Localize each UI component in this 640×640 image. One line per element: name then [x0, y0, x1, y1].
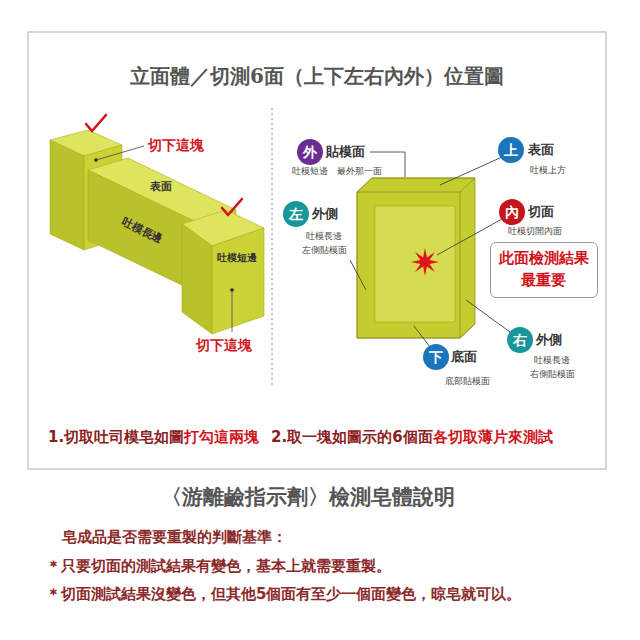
- face-note: 吐模短邊 最外那一面: [292, 166, 382, 177]
- divider: [272, 108, 273, 388]
- face-note: 吐模上方: [530, 165, 566, 176]
- leader-line: [350, 260, 366, 290]
- panel-border: [28, 32, 606, 469]
- check-mark: [222, 199, 242, 215]
- face-badge: 下: [423, 344, 449, 370]
- face-badge: 內: [499, 199, 525, 225]
- face-note: 吐模長邊: [306, 231, 342, 242]
- face-badge: 上: [498, 137, 524, 163]
- note-text: 皂成品是否需要重製的判斷基準：: [62, 528, 287, 546]
- badge-letter: 下: [429, 350, 443, 364]
- cut-face-star: [411, 248, 439, 276]
- face-badge: 外: [297, 139, 323, 165]
- face-name: 外側: [312, 206, 338, 222]
- badge-letter: 內: [505, 205, 519, 219]
- face-badge: 左: [283, 201, 309, 227]
- face-note: 底部貼模面: [445, 376, 490, 387]
- note-text: ＊切面測試結果沒變色，但其他5個面有至少一個面變色，晾皂就可以。: [46, 585, 521, 603]
- face-note: 右側貼模面: [530, 369, 575, 380]
- badge-letter: 上: [504, 143, 518, 157]
- face-label: 吐模長邊: [119, 215, 164, 246]
- check-mark: [86, 115, 106, 131]
- face-note: 吐模長邊: [534, 355, 570, 366]
- leader-line: [96, 146, 144, 160]
- instruction: 2.取一塊如圖示的6個面: [271, 428, 433, 446]
- soap-block-side: [50, 140, 84, 250]
- cube-edge: [460, 178, 475, 192]
- leader-line: [414, 326, 430, 347]
- face-label: 表面: [150, 180, 172, 193]
- soap-block-side: [88, 170, 196, 292]
- badge-letter: 左: [289, 207, 303, 221]
- leader-line: [440, 157, 502, 185]
- face-name: 外側: [536, 332, 562, 348]
- instruction: 打勾這兩塊: [184, 428, 259, 446]
- face-name: 切面: [528, 204, 554, 220]
- face-name: 貼模面: [326, 144, 365, 160]
- section-heading: 〈游離鹼指示劑〉檢測皂體說明: [161, 484, 455, 509]
- cube-edge: [460, 324, 475, 338]
- callout-box: 此面檢測結果 最重要: [490, 242, 598, 298]
- callout-label: 切下這塊: [196, 337, 252, 354]
- leader-line: [466, 300, 510, 332]
- face-name: 表面: [528, 142, 554, 158]
- cube-edge: [357, 178, 475, 192]
- cube-body: [357, 178, 475, 338]
- note-text: ＊只要切面的測試結果有變色，基本上就需要重製。: [46, 557, 391, 575]
- cube-inner-face: [375, 206, 455, 322]
- instruction: 1.切取吐司模皂如圖: [48, 428, 184, 446]
- face-note: 吐模切開內面: [508, 226, 562, 237]
- callout-text: 此面檢測結果 最重要: [498, 248, 590, 292]
- badge-letter: 右: [513, 333, 527, 347]
- callout-label: 切下這塊: [148, 137, 204, 154]
- title: 立面體／切測6面（上下左右內外）位置圖: [130, 64, 504, 88]
- badge-letter: 外: [303, 145, 317, 159]
- leader-line: [232, 290, 233, 332]
- soap-block-side: [182, 224, 212, 334]
- instruction: 各切取薄片來測試: [433, 428, 553, 446]
- cube-front-edge: [357, 192, 460, 338]
- face-label: 吐模短邊: [217, 252, 257, 264]
- soap-block-end: [212, 228, 264, 334]
- face-name: 底面: [451, 349, 477, 365]
- face-note: 左側貼模面: [302, 245, 347, 256]
- face-badge: 右: [507, 327, 533, 353]
